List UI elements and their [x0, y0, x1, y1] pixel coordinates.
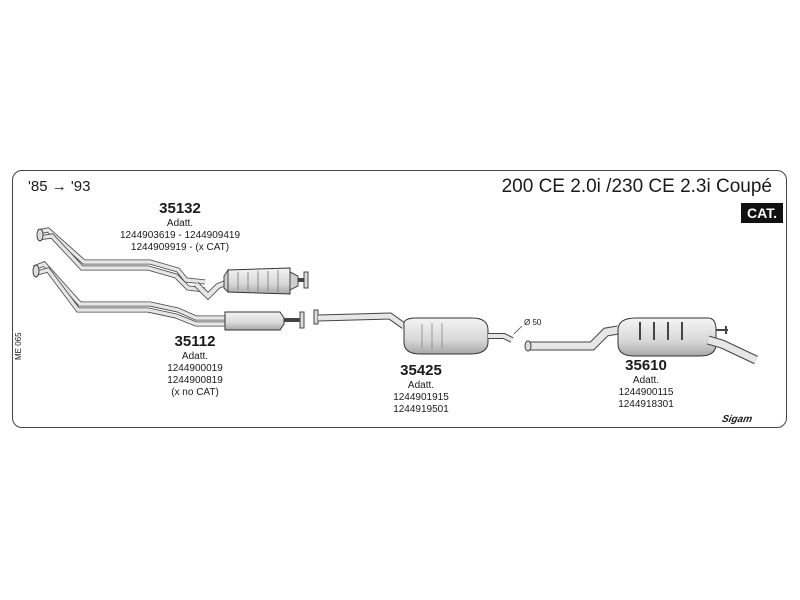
cat-badge: CAT.	[741, 203, 784, 223]
side-code: ME 065	[14, 332, 23, 360]
part-adatt: Adatt.	[407, 380, 435, 391]
part-ref: 1244900819	[167, 375, 223, 386]
part-ref: 1244909919 - (x CAT)	[130, 242, 230, 253]
year-range: '85 → '93	[28, 178, 91, 195]
part-number: 35112	[174, 333, 216, 350]
part-number: 35132	[159, 200, 201, 217]
part-label-35610: 35610 Adatt. 1244900115 1244918301	[586, 357, 706, 411]
front-pipe-cat-35132	[36, 227, 309, 301]
part-ref: 1244901915	[393, 392, 449, 403]
part-ref: (x no CAT)	[171, 387, 219, 398]
part-label-35112: 35112 Adatt. 1244900019 1244900819 (x no…	[135, 333, 255, 399]
part-ref: 1244903619 - 1244909419	[119, 230, 241, 241]
diameter-leader-line	[513, 325, 523, 335]
part-label-35132: 35132 Adatt. 1244903619 - 1244909419 124…	[110, 200, 250, 254]
part-adatt: Adatt.	[632, 375, 660, 386]
pipe-diameter-label: Ø 50	[524, 318, 542, 327]
part-number: 35425	[400, 362, 442, 379]
diagram-frame	[12, 170, 787, 428]
part-ref: 1244900019	[167, 363, 223, 374]
part-ref: 1244918301	[618, 399, 674, 410]
part-ref: 1244919501	[393, 404, 449, 415]
brand-logo: Sigam	[720, 414, 754, 425]
rear-silencer-35610	[524, 317, 758, 365]
vehicle-title: 200 CE 2.0i /230 CE 2.3i Coupé	[501, 176, 772, 197]
part-number: 35610	[625, 357, 667, 374]
part-adatt: Adatt.	[166, 218, 194, 229]
part-ref: 1244900115	[618, 387, 674, 398]
front-pipe-35112	[32, 261, 305, 331]
part-adatt: Adatt.	[181, 351, 209, 362]
center-silencer-35425	[313, 309, 514, 355]
part-label-35425: 35425 Adatt. 1244901915 1244919501	[361, 362, 481, 416]
